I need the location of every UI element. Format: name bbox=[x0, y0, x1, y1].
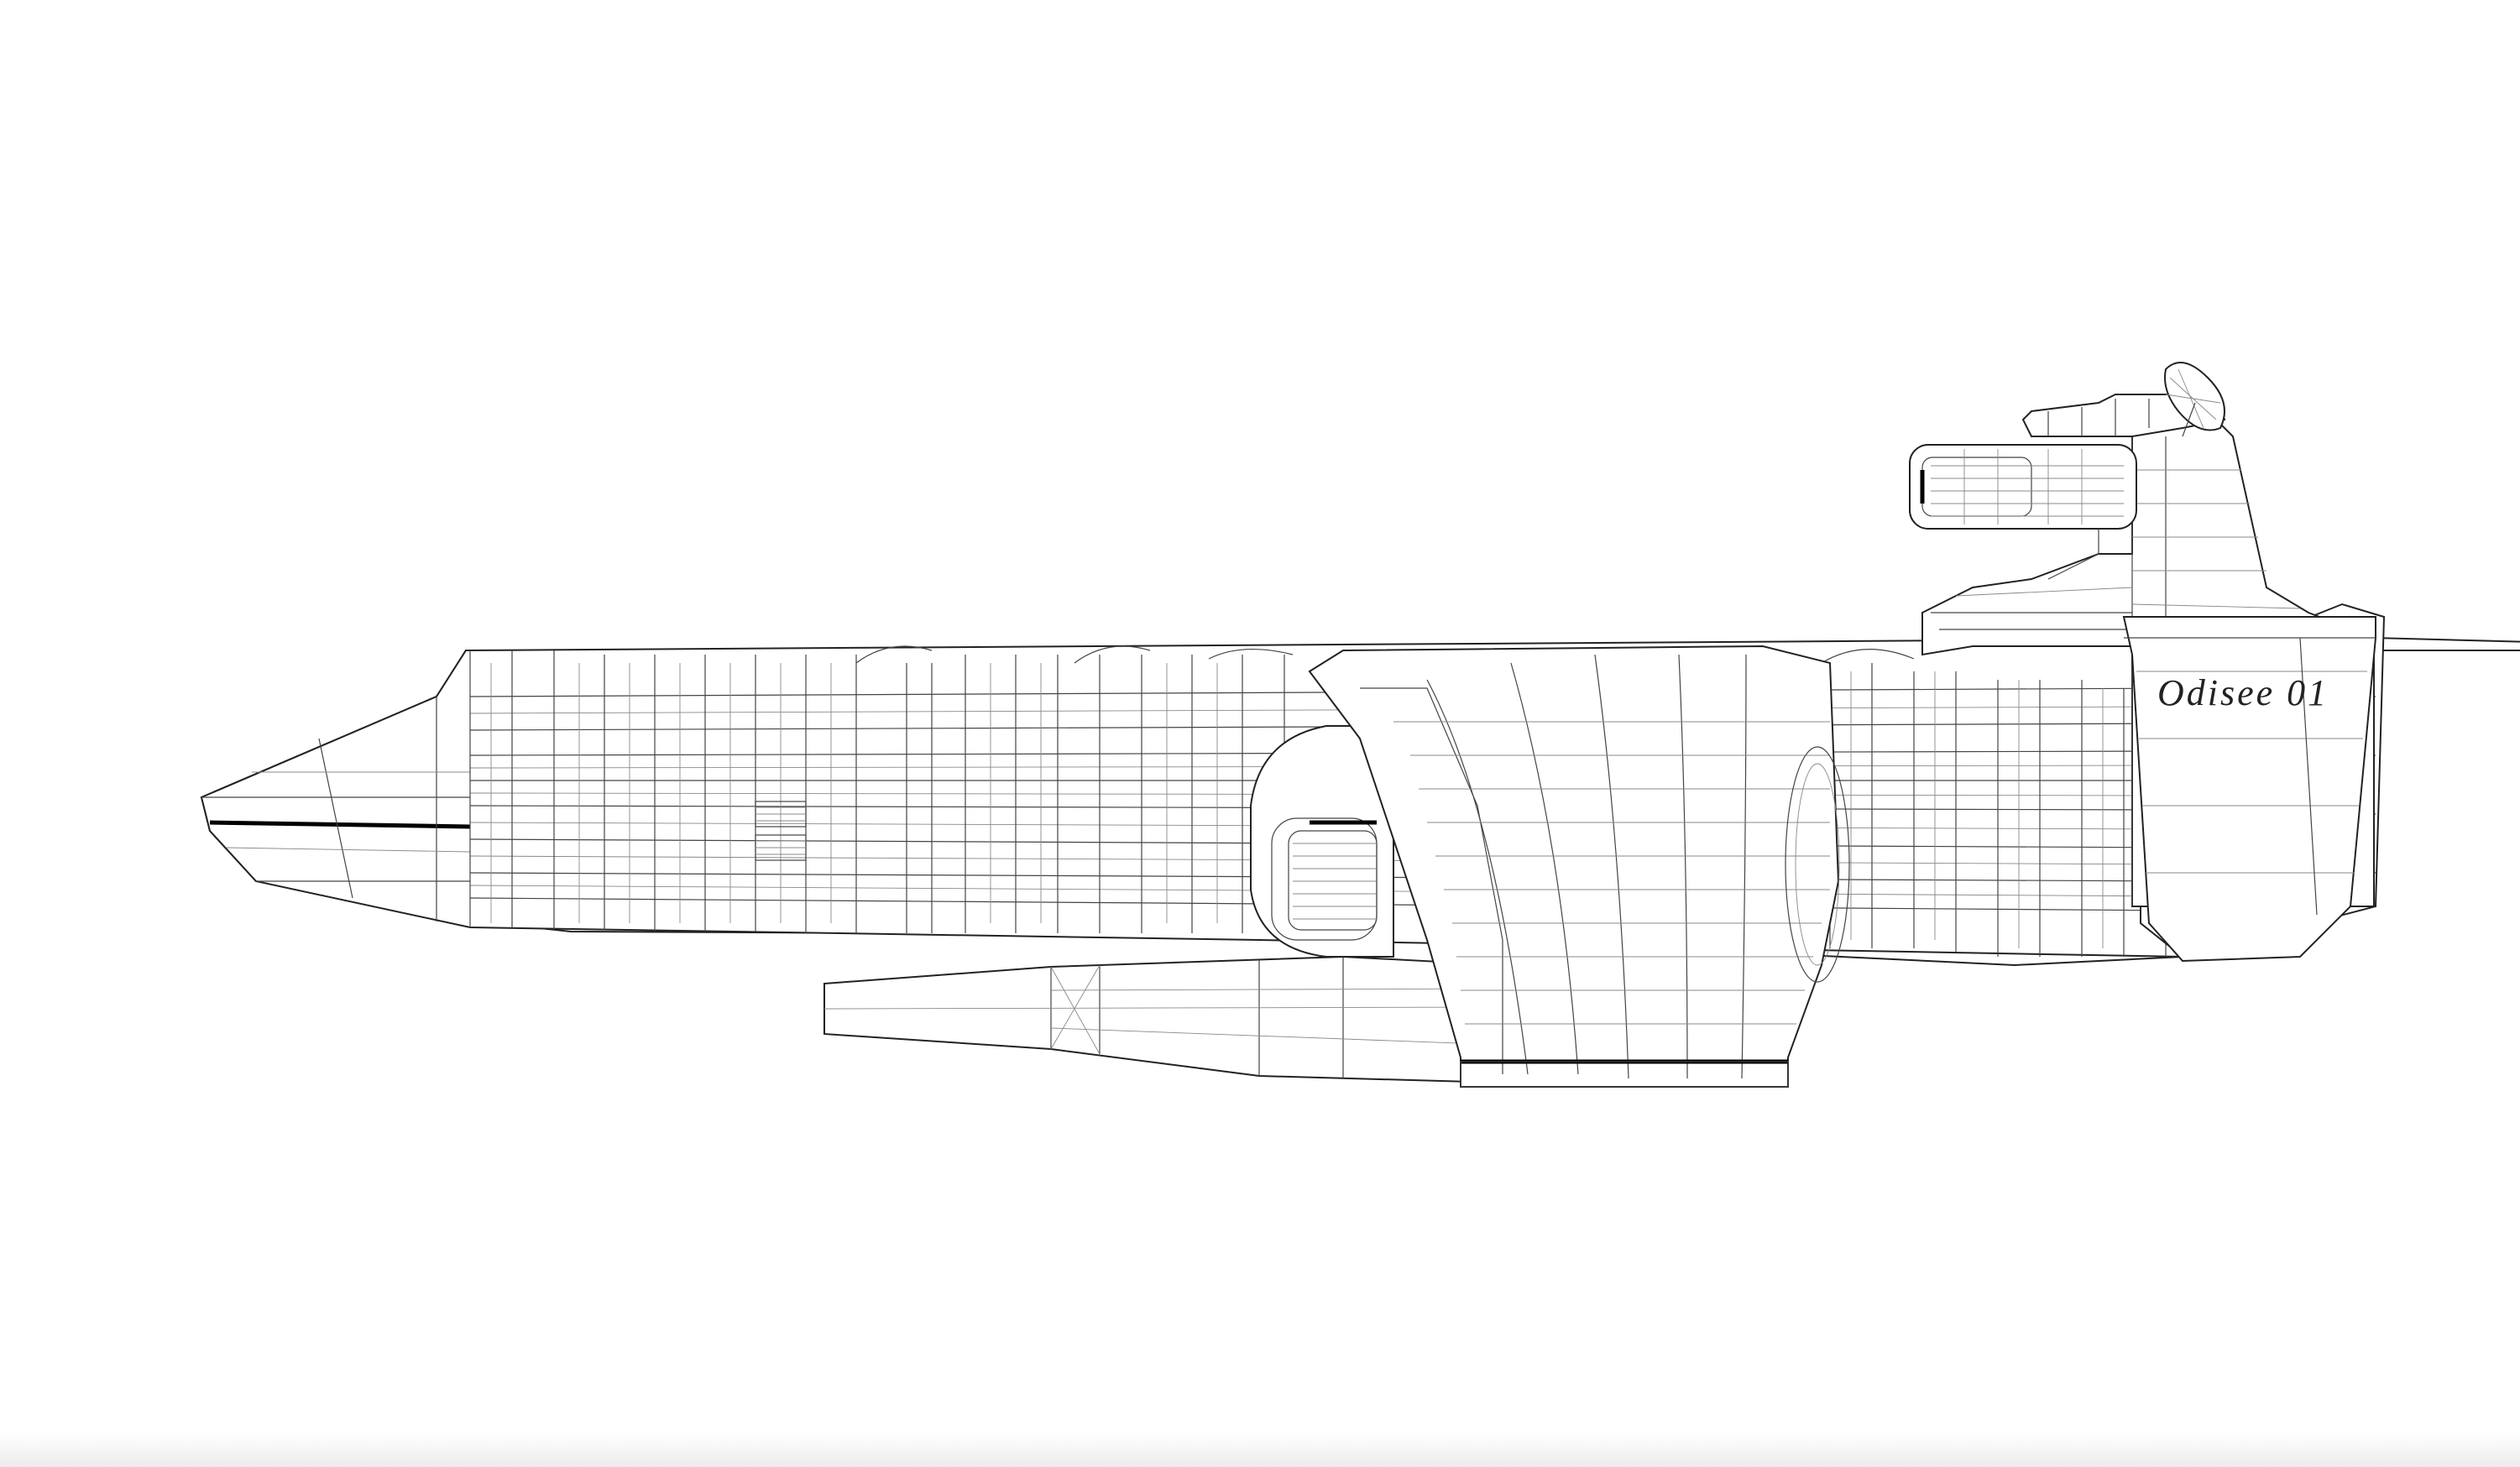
hull-name-label: Odisee 01 bbox=[2157, 672, 2329, 713]
central-arch bbox=[1308, 645, 1850, 1088]
spaceship-wireframe: Odisee 01 bbox=[200, 362, 2520, 1088]
bottom-shade bbox=[0, 1433, 2520, 1467]
dish-antenna-icon bbox=[2164, 362, 2225, 437]
lower-boom bbox=[823, 955, 1503, 1084]
aft-fin bbox=[2122, 616, 2376, 963]
